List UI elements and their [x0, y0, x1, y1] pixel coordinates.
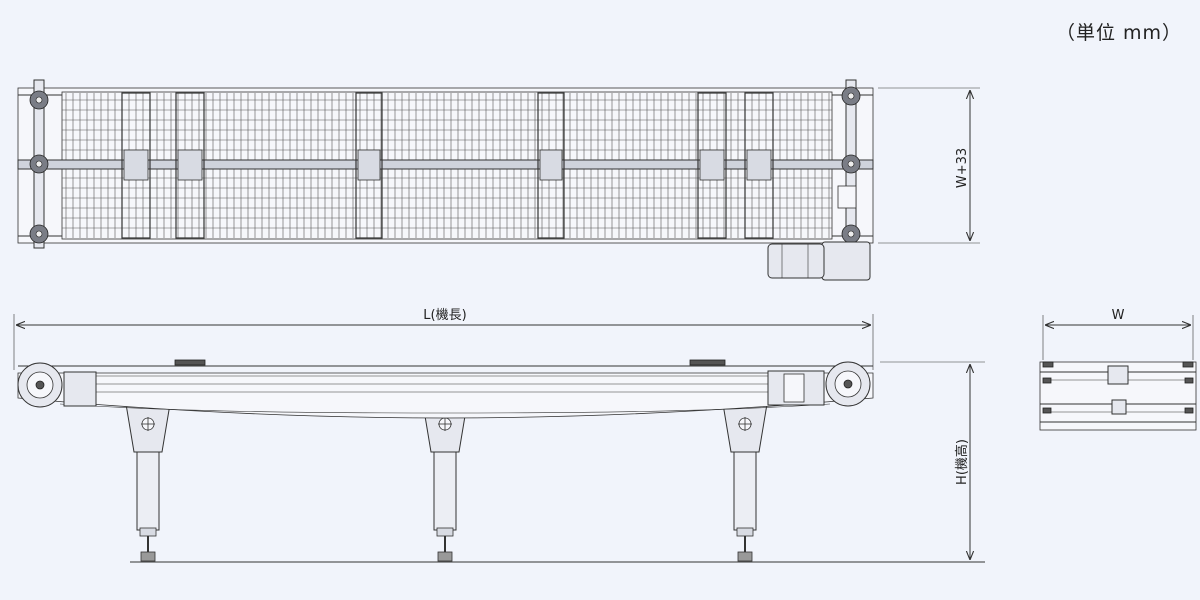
- plan-sprockets: [29, 86, 861, 244]
- side-legs: [125, 403, 768, 562]
- width-label: W: [1112, 308, 1125, 323]
- side-left-plate: [63, 371, 97, 407]
- side-guide-left: [174, 359, 206, 366]
- plan-motor: [767, 185, 871, 281]
- side-view: L(機長) H(機高): [13, 308, 985, 563]
- unit-label: （単位 mm）: [1055, 22, 1182, 44]
- length-label: L(機長): [423, 308, 466, 323]
- plan-cross-supports: [121, 92, 774, 239]
- plan-center-rail: [17, 159, 874, 170]
- width-plus-label: W+33: [955, 148, 970, 188]
- end-center-bracket: [1107, 365, 1129, 385]
- height-label: H(機高): [954, 439, 970, 485]
- end-view: W: [1039, 308, 1197, 431]
- plan-view: W+33: [17, 79, 980, 281]
- side-guide-right: [689, 359, 726, 366]
